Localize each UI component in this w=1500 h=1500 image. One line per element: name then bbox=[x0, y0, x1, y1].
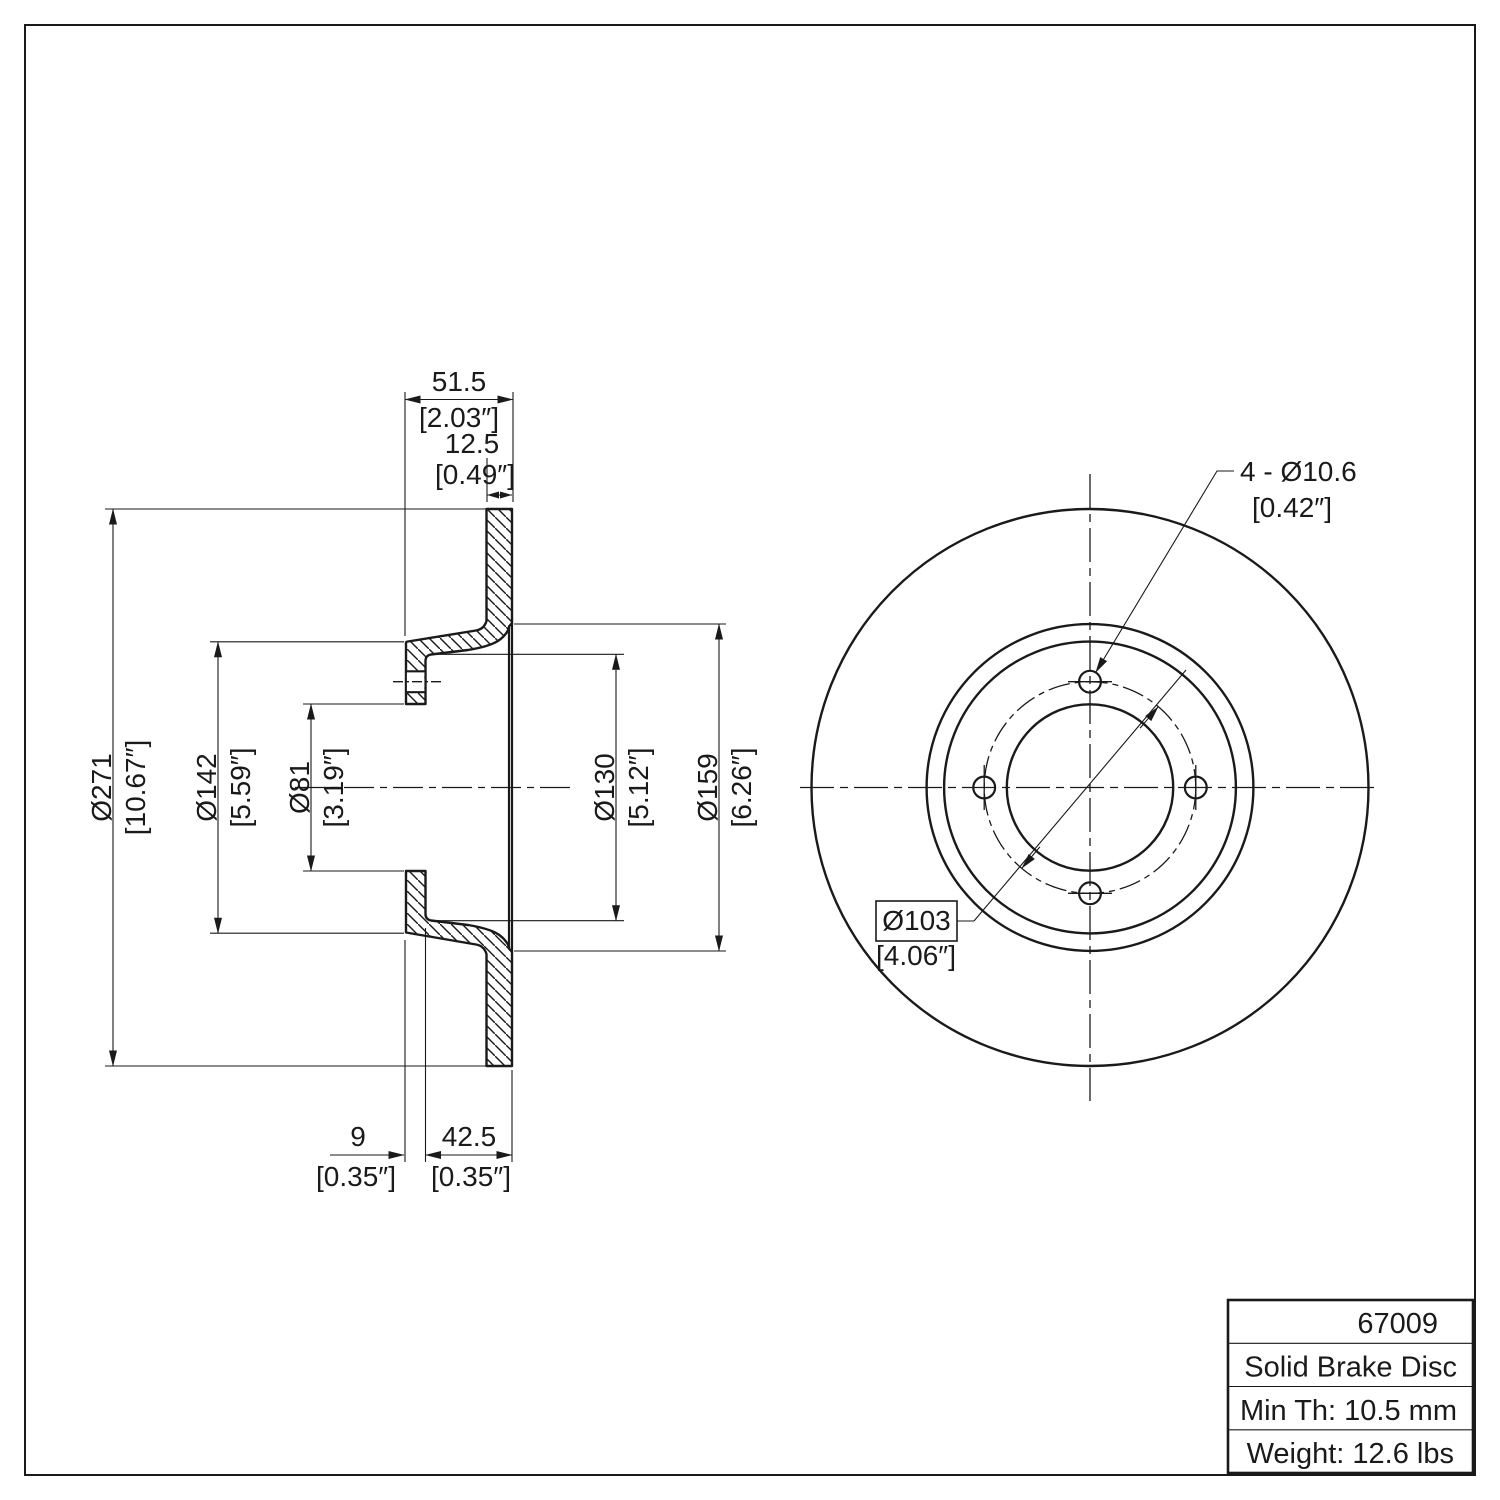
dim-flange-diameter-in: [5.59″] bbox=[225, 748, 256, 828]
label-bolt-holes-mm: 4 - Ø10.6 bbox=[1240, 456, 1357, 487]
title-part-name: Solid Brake Disc bbox=[1244, 1352, 1457, 1384]
dim-width-total-in: [2.03″] bbox=[419, 402, 499, 433]
label-bolt-holes-in: [0.42″] bbox=[1252, 492, 1332, 523]
section-dimensions: Ø271 [10.67″] Ø142 [5.59″] Ø81 [3.19″] Ø… bbox=[86, 366, 757, 1192]
dim-outer-diameter-in: [10.67″] bbox=[120, 740, 151, 836]
dim-flange-diameter-mm: Ø142 bbox=[191, 753, 222, 822]
dim-flange-offset-in: [0.35″] bbox=[316, 1161, 396, 1192]
title-block: 67009 Solid Brake Disc Min Th: 10.5 mm W… bbox=[1226, 1298, 1475, 1475]
front-view: 4 - Ø10.6 [0.42″] Ø103 [4.06″] bbox=[800, 456, 1380, 1101]
front-centerlines bbox=[800, 474, 1380, 1101]
dim-disc-thickness-in: [0.49″] bbox=[435, 459, 515, 490]
dim-width-total-mm: 51.5 bbox=[432, 366, 487, 397]
dim-inner-diameter-in: [5.12″] bbox=[623, 748, 654, 828]
dim-outer-diameter-mm: Ø271 bbox=[86, 753, 117, 822]
bolt-circle-label-box bbox=[875, 900, 958, 942]
dim-disc-thickness-mm: 12.5 bbox=[445, 428, 500, 459]
label-bolt-circle-mm: Ø103 bbox=[882, 905, 951, 936]
dim-bore-diameter-in: [3.19″] bbox=[318, 748, 349, 828]
title-weight: Weight: 12.6 lbs bbox=[1247, 1438, 1454, 1470]
title-part-number: 67009 bbox=[1357, 1308, 1438, 1340]
label-bolt-circle-in: [4.06″] bbox=[876, 940, 956, 971]
section-lower-body bbox=[404, 869, 514, 1068]
dim-flange-offset-mm: 9 bbox=[350, 1121, 366, 1152]
bolt-holes-callout: 4 - Ø10.6 [0.42″] bbox=[1095, 456, 1357, 673]
dim-ridge-diameter-in: [6.26″] bbox=[726, 748, 757, 828]
dim-hat-depth-in: [0.35″] bbox=[431, 1161, 511, 1192]
flange-bolt-hole-edges bbox=[405, 670, 426, 694]
page-border bbox=[24, 24, 1476, 1476]
dim-hat-depth-mm: 42.5 bbox=[442, 1121, 497, 1152]
bolt-circle-callout: Ø103 [4.06″] bbox=[875, 669, 1187, 971]
dim-bore-diameter-mm: Ø81 bbox=[284, 761, 315, 814]
section-view: Ø271 [10.67″] Ø142 [5.59″] Ø81 [3.19″] Ø… bbox=[86, 366, 757, 1192]
title-min-thickness: Min Th: 10.5 mm bbox=[1240, 1395, 1457, 1427]
dim-inner-diameter-mm: Ø130 bbox=[589, 753, 620, 822]
dim-ridge-diameter-mm: Ø159 bbox=[692, 753, 723, 822]
